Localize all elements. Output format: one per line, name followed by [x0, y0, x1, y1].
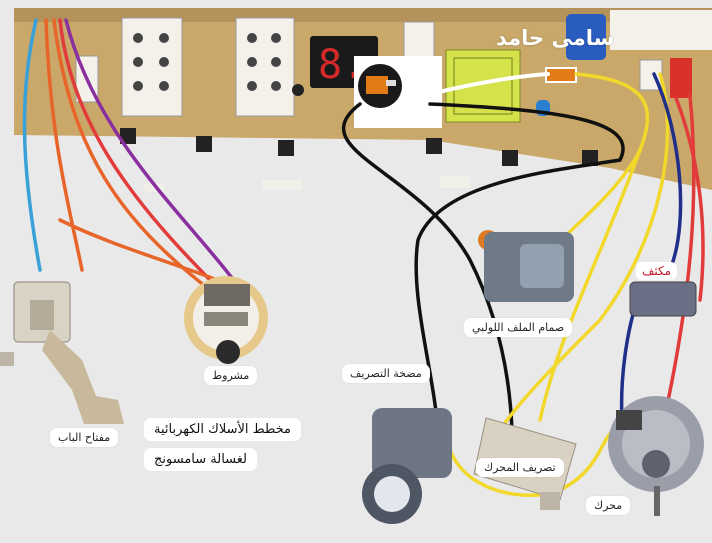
author-name: سامى حامد [496, 26, 615, 50]
inlet-valve [478, 230, 574, 302]
drain-pump [362, 408, 452, 524]
label-inlet-valve: صمام الملف اللولبي [464, 318, 573, 337]
power-plug [354, 56, 442, 128]
main-motor [608, 396, 704, 516]
label-pressure-switch: مشروط [204, 366, 258, 385]
wires [22, 18, 705, 497]
inlet-connector [545, 67, 577, 83]
pressure-switch [184, 276, 268, 364]
board-buttons [120, 84, 598, 166]
label-drain-pump: مضخة التصريف [342, 364, 430, 383]
door-switch [0, 281, 124, 424]
label-capacitor: مكثف [636, 262, 678, 280]
title-line1: مخطط الأسلاك الكهربائية [144, 418, 302, 441]
label-door-switch: مفتاح الباب [50, 428, 119, 447]
relay-connector-red [670, 58, 692, 98]
board-capacitor [566, 14, 606, 60]
label-motor: محرك [586, 496, 631, 515]
capacitor [629, 281, 697, 317]
label-drain-motor: تصريف المحرك [476, 458, 564, 477]
terminal-block-center [235, 17, 295, 117]
title-line2: لغسالة سامسونج [144, 448, 257, 471]
terminal-block-left [121, 17, 183, 117]
